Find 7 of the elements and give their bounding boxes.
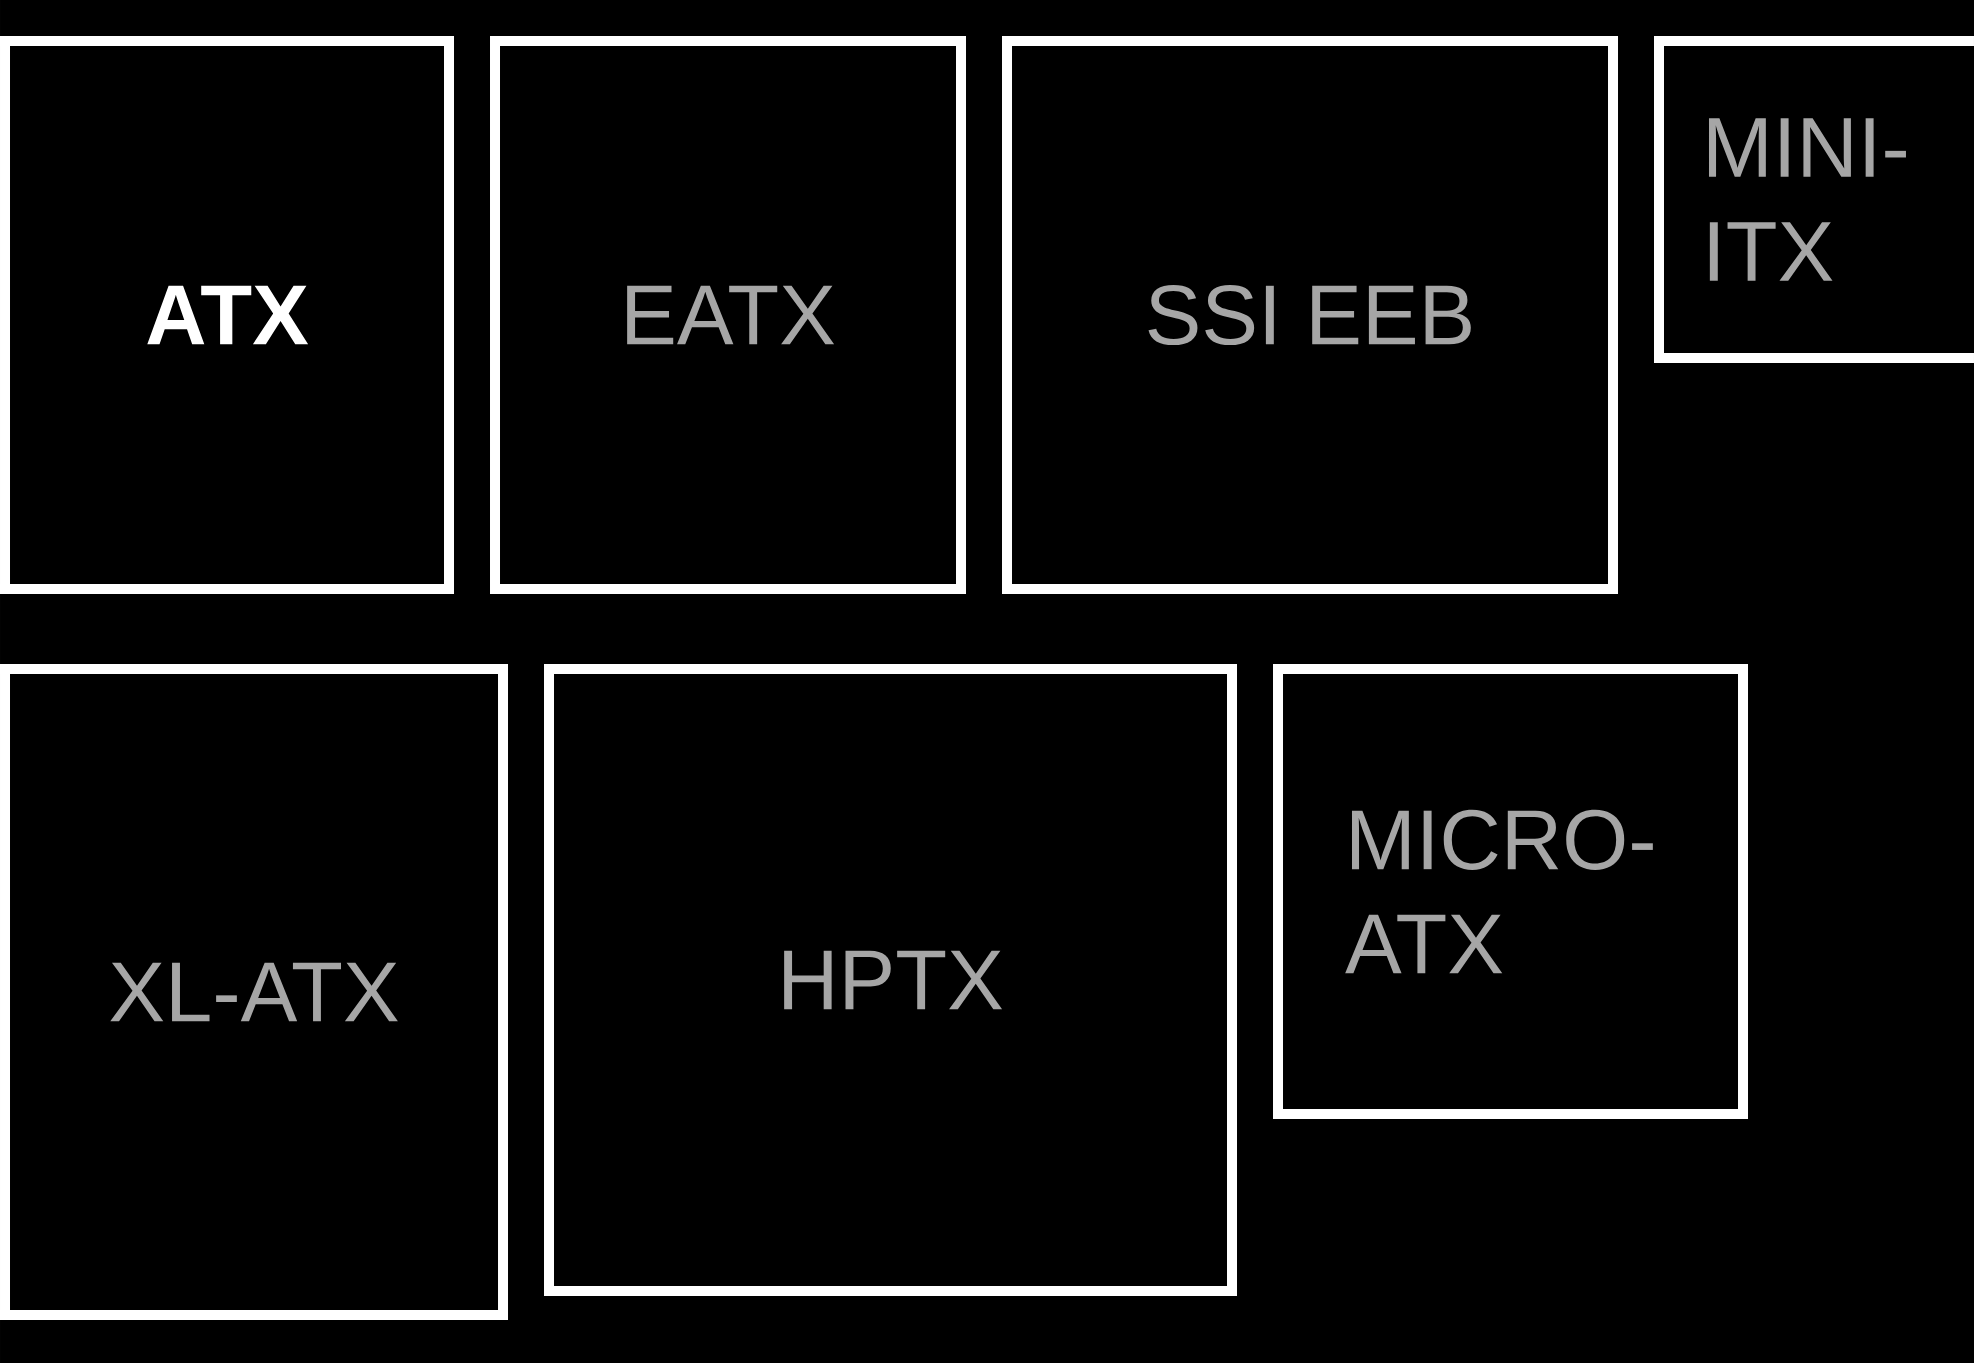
outlined-box: MINI-ITX bbox=[1654, 36, 1974, 363]
outlined-box: XL-ATX bbox=[0, 664, 508, 1320]
outlined-box: HPTX bbox=[544, 664, 1237, 1296]
outlined-box: MICRO-ATX bbox=[1273, 664, 1748, 1119]
outlined-box: ATX bbox=[0, 36, 454, 594]
outlined-box: EATX bbox=[490, 36, 966, 594]
outlined-box: SSI EEB bbox=[1002, 36, 1618, 594]
